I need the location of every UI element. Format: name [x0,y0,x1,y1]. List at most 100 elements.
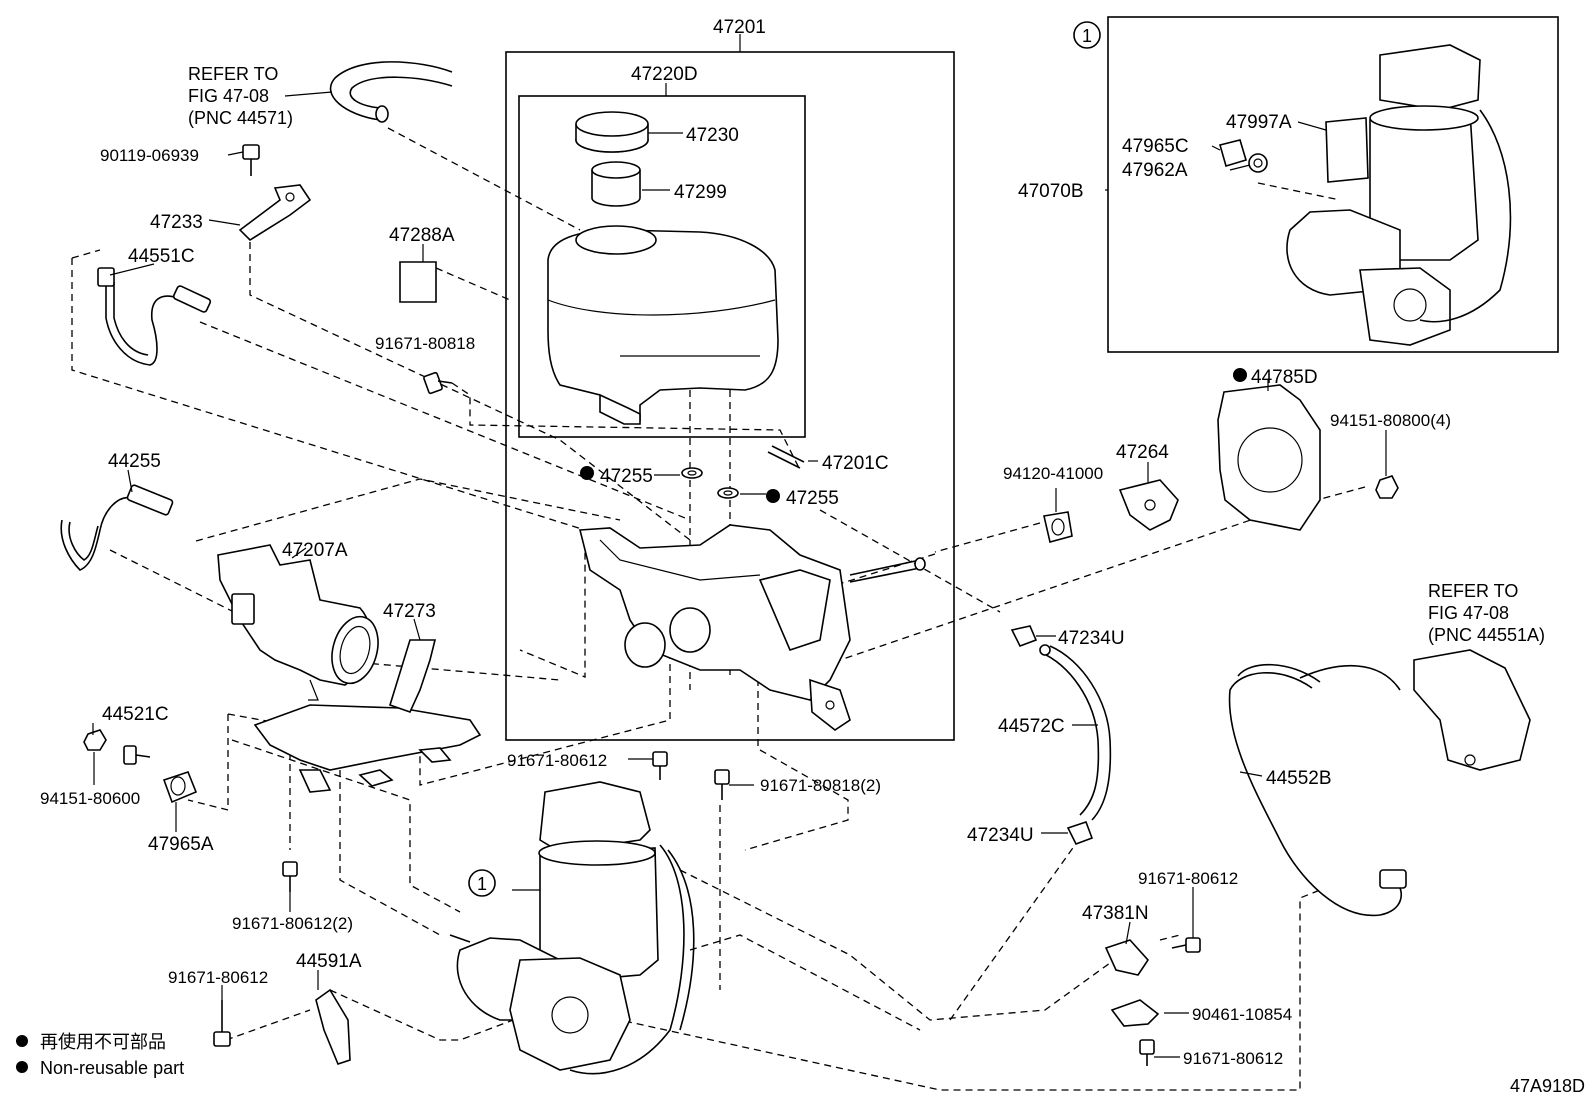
legend-japanese: 再使用不可部品 [40,1032,166,1052]
bracket-47264 [1118,479,1179,531]
label-91671-80612-2: 91671-80612(2) [232,914,353,933]
bolt-91671-80612-b [213,1000,231,1047]
bolt-90119-06939 [242,144,260,176]
cap-47230 [575,111,649,153]
clamp-47234U-b [1066,820,1094,846]
washer-47255-a [681,467,703,479]
detail-1-frame [1107,16,1559,353]
label-94151-80600: 94151-80600 [40,789,140,808]
label-47965C: 47965C [1122,136,1189,157]
nut-94151-80800 [1375,475,1399,499]
legend: 再使用不可部品 Non-reusable part [40,1032,184,1078]
label-44785D: 44785D [1251,367,1318,388]
label-47233: 47233 [150,212,203,233]
nut-94151-80600 [83,729,107,751]
reservoir-body [547,225,779,425]
clip-90461-10854 [1110,999,1160,1027]
label-47234U-a: 47234U [1058,628,1125,649]
gasket-44785D [1217,384,1321,531]
label-44552B: 44552B [1266,768,1332,789]
label-44572C: 44572C [998,716,1065,737]
master-cylinder [578,524,926,731]
part-labels: 47201 47220D 47230 47299 47288A 91671-80… [40,17,1451,1068]
label-94120-41000: 94120-41000 [1003,464,1103,483]
label-47299: 47299 [674,182,727,203]
refer-right-line-1: REFER TO [1428,581,1518,601]
bolt-91671-80612-a [652,751,668,780]
label-94151-80800: 94151-80800(4) [1330,411,1451,430]
label-47255-a: 47255 [600,466,653,487]
legend-english: Non-reusable part [40,1058,184,1078]
label-47070B: 47070B [1018,181,1084,202]
refer-note-right: REFER TO FIG 47-08 (PNC 44551A) [1428,581,1545,645]
callout-1-bottom: 1 [468,869,496,897]
label-47965A: 47965A [148,834,214,855]
label-91671-80818-2: 91671-80818(2) [760,776,881,795]
bolt-91671-80818-2 [714,769,730,800]
reservoir-47220D-frame [518,95,806,438]
diagram-code: 47A918D [1510,1076,1585,1096]
label-44551C: 44551C [128,246,195,267]
refer-right-line-2: FIG 47-08 [1428,603,1509,623]
label-47220D: 47220D [631,64,698,85]
label-91671-80612-a: 91671-80612 [507,751,607,770]
refer-top-line-2: FIG 47-08 [188,86,269,106]
label-47230: 47230 [686,125,739,146]
label-47207A: 47207A [282,540,348,561]
bushing-47965C [1219,139,1247,167]
tube-44255 [60,484,174,571]
label-44591A: 44591A [296,951,362,972]
bolt-91671-80818 [423,371,453,395]
label-47201C: 47201C [822,453,889,474]
refer-top-line-3: (PNC 44571) [188,108,293,128]
label-44255: 44255 [108,451,161,472]
washer-47255-b [717,487,739,499]
label-44521C: 44521C [102,704,169,725]
leader-lines [92,34,1387,1058]
label-90461-10854: 90461-10854 [1192,1005,1292,1024]
non-reusable-markers [16,368,1247,1073]
tube-44552B [1228,663,1407,917]
tube-44551C [97,267,212,366]
label-47273: 47273 [383,601,436,622]
detail-1-actuator [1286,44,1512,346]
actuator-assembly [449,781,695,1075]
clip-44591A [315,988,351,1065]
label-47288A: 47288A [389,225,455,246]
label-47962A: 47962A [1122,160,1188,181]
bracket-44551A-ref [1413,649,1531,771]
callout-1-top: 1 [1073,21,1101,49]
gasket-47288A [399,261,437,303]
label-91671-80818: 91671-80818 [375,334,475,353]
label-91671-80612-c: 91671-80612 [1138,869,1238,888]
callout-1-top-number: 1 [1082,26,1092,46]
hose-44572C [1039,644,1112,821]
label-47255-b: 47255 [786,488,839,509]
bracket-47273 [253,639,482,793]
label-47381N: 47381N [1082,903,1149,924]
refer-note-top: REFER TO FIG 47-08 (PNC 44571) [188,64,293,128]
bushing-94120-41000 [1043,511,1073,543]
bolt-91671-80612-c [1171,937,1201,953]
pin-47201C [767,445,805,469]
bracket-47233 [238,184,312,242]
assembly-47201-frame [505,51,955,741]
refer-top-line-1: REFER TO [188,64,278,84]
label-47997A: 47997A [1226,112,1292,133]
nut-47962A [1248,153,1268,173]
hose-44571-ref [329,61,453,123]
refer-right-line-3: (PNC 44551A) [1428,625,1545,645]
callout-1-bottom-number: 1 [477,874,487,894]
bolt-91671-80612-2 [282,861,298,892]
pump-47207A [217,544,379,701]
bolt-91671-80612-d [1139,1039,1155,1066]
bolt-44521C [123,745,151,765]
label-47201: 47201 [713,17,766,38]
bracket-47381N [1104,939,1150,976]
gasket-47997A [1325,117,1369,183]
label-91671-80612-b: 91671-80612 [168,968,268,987]
label-47234U-b: 47234U [967,825,1034,846]
bushing-47965A [162,771,198,804]
label-90119-06939: 90119-06939 [100,146,199,165]
